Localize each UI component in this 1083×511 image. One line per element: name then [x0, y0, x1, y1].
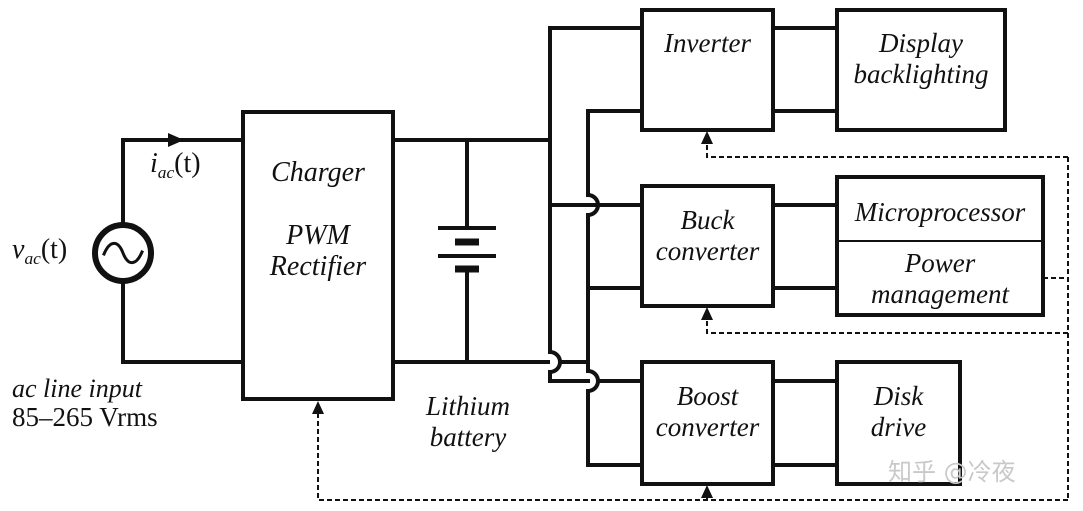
charger-box [241, 110, 395, 401]
ac-input-range: 85–265 Vrms [12, 402, 158, 432]
sine-wave-icon [102, 241, 144, 265]
ac-bottom-wire [121, 279, 245, 364]
disk-box [835, 360, 962, 486]
bus-negative-hop-1 [585, 192, 600, 218]
disk-label-line1: Disk [873, 381, 924, 411]
disk-label-line2: drive [870, 412, 927, 442]
buck-label-line1: Buck [680, 205, 735, 235]
charger-rectifier: Rectifier [269, 251, 367, 282]
charger-title: Charger [271, 157, 365, 188]
display-label-line2: backlighting [853, 59, 989, 89]
current-label: iac(t) [150, 148, 201, 183]
feedback-arrow-inverter-icon [701, 131, 713, 144]
voltage-label: vac(t) [12, 234, 68, 269]
feedback-arrow-boost-icon [701, 485, 713, 498]
display-box [835, 8, 1007, 132]
feedback-arrow-charger-icon [312, 401, 324, 414]
ac-top-wire [121, 138, 245, 227]
micro-power-box [835, 175, 1045, 317]
inverter-label: Inverter [664, 28, 751, 58]
bus-positive-vertical-lower [548, 370, 590, 383]
power-mgmt-label-line1: Power [904, 248, 976, 278]
charger-pwm: PWM [286, 220, 350, 251]
battery-label-line1: Lithium [425, 391, 511, 421]
watermark: 知乎 @冷夜 [888, 458, 1016, 486]
inverter-box [640, 8, 775, 132]
battery-label-line2: battery [429, 422, 507, 452]
boost-label-line1: Boost [676, 381, 739, 411]
power-mgmt-label-line2: management [871, 279, 1009, 309]
feedback-arrow-buck-icon [701, 307, 713, 320]
boost-label-line2: converter [655, 412, 760, 442]
boost-box [640, 360, 775, 486]
feedback-charger-boost [317, 412, 1068, 501]
buck-box [640, 184, 775, 308]
ac-source-icon [92, 222, 154, 284]
feedback-buck [706, 318, 1068, 334]
ac-input-label: ac line input [12, 374, 142, 403]
feedback-inverter [706, 142, 1068, 158]
display-label-line1: Display [879, 28, 963, 58]
buck-label-line2: converter [655, 236, 760, 266]
current-arrow-icon [168, 133, 184, 147]
microprocessor-label: Microprocessor [854, 197, 1026, 227]
